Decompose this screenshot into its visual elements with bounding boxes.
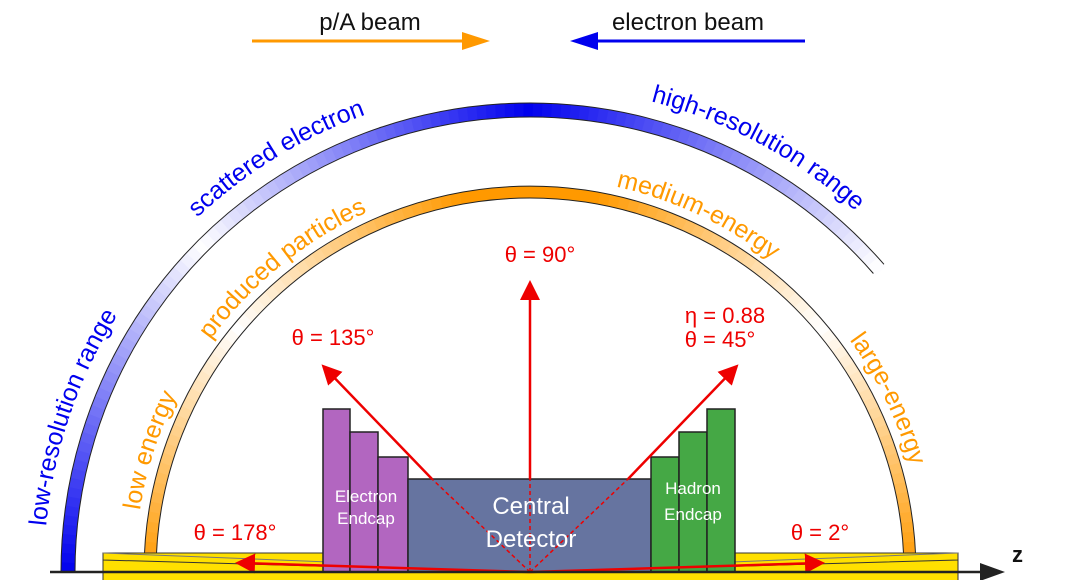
theta-178-label: θ = 178° [194, 520, 277, 545]
z-axis-label: z [1012, 542, 1023, 567]
theta-135-label: θ = 135° [292, 325, 375, 350]
arc-outline [143, 185, 917, 573]
arc-segment [867, 257, 886, 276]
central-detector-label-line1: Central [492, 493, 569, 520]
hadron-endcap [650, 408, 736, 573]
central-detector-label-line2: Detector [486, 526, 577, 553]
z-axis-arrowhead [980, 563, 1005, 580]
electron-beam-arrow [570, 32, 805, 50]
theta-45-dashed-line [529, 478, 629, 573]
scattered-electron-arc [60, 102, 886, 573]
hadron-endcap-label-line1: Hadron [665, 479, 721, 498]
electron-endcap-label-line1: Electron [335, 487, 397, 506]
electron-endcap [322, 408, 409, 573]
theta-45-label: θ = 45° [685, 327, 756, 352]
produced-particles-label: produced particles [193, 192, 370, 343]
eta-088-label: η = 0.88 [685, 303, 765, 328]
electron-beam-label: electron beam [612, 9, 764, 36]
proton-beam-arrow [252, 32, 490, 50]
arc-outline [74, 116, 874, 573]
hadron-endcap-label-line2: Endcap [664, 505, 722, 524]
theta-135-dashed-line [431, 478, 531, 573]
theta-90-label: θ = 90° [505, 242, 576, 267]
arc-outline [60, 102, 885, 573]
theta-2-label: θ = 2° [791, 520, 849, 545]
produced-particles-arc [143, 185, 917, 576]
proton-beam-label: p/A beam [319, 9, 420, 36]
electron-endcap-label-line2: Endcap [337, 509, 395, 528]
theta-45-arrow [627, 364, 739, 480]
theta-2-arrow [529, 553, 825, 574]
arc-outline [155, 197, 905, 573]
theta-135-arrow [321, 364, 433, 480]
theta-178-arrow [235, 553, 531, 574]
